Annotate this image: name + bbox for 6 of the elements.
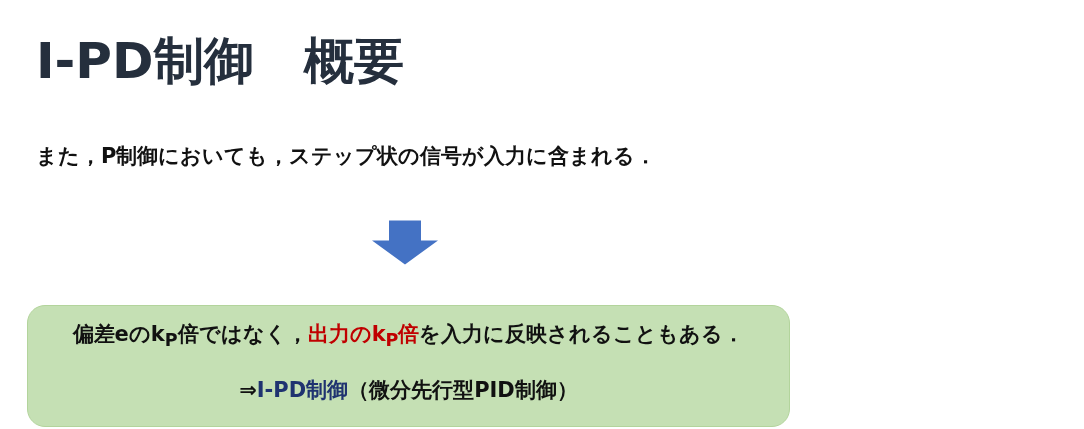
box-text: ⇒I-PD制御（微分先行型PID制御） bbox=[238, 377, 579, 404]
box-text: 偏差eのk$_{P}$倍ではなく，出力のk$_{P}$倍を入力に反映されることもある． bbox=[71, 321, 746, 351]
callout-box bbox=[27, 305, 790, 427]
block-arrow bbox=[372, 220, 438, 265]
statement-text: また，P制御においても，ステップ状の信号が入力に含まれる． bbox=[36, 143, 657, 170]
title: I-PD制御 概要 bbox=[36, 31, 404, 92]
